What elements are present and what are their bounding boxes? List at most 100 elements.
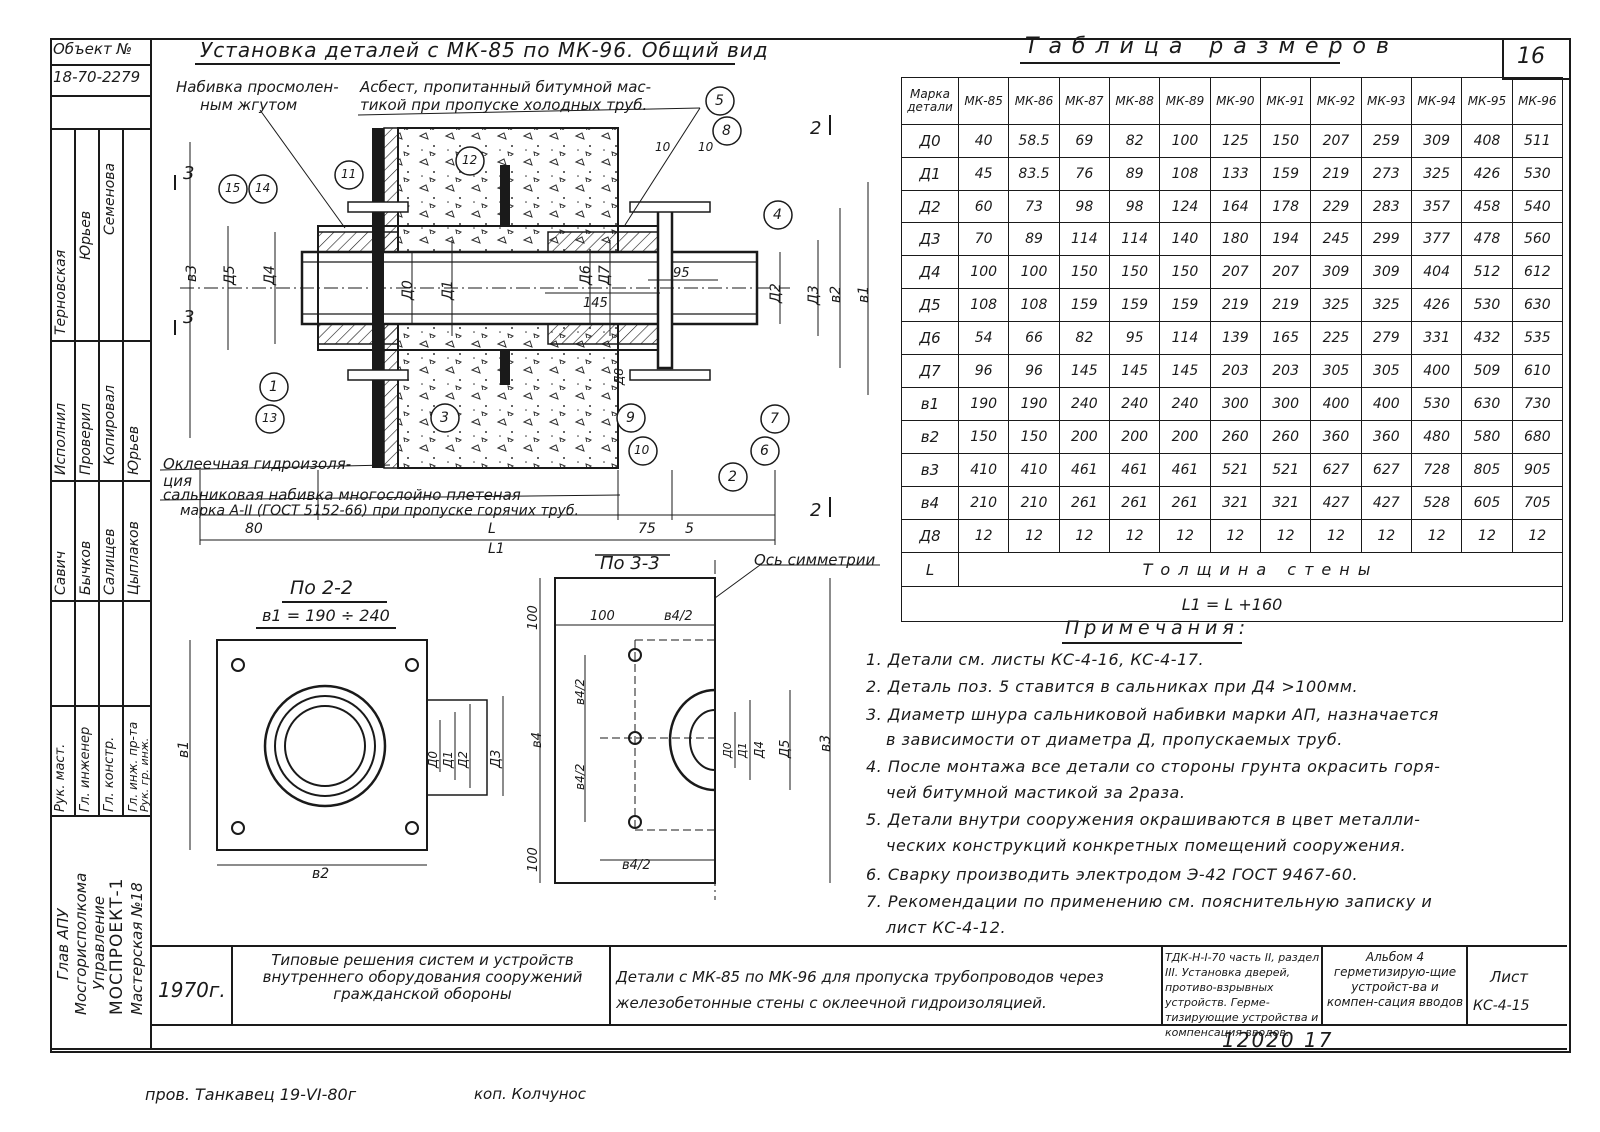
note-line: чей битумной мастикой за 2раза. <box>886 783 1186 802</box>
table-cell: 461 <box>1108 452 1161 487</box>
table-cell: 521 <box>1209 452 1261 487</box>
sheet-tag: 16 <box>1517 44 1545 69</box>
view-2-2-subline <box>256 627 396 629</box>
strip-divider <box>50 64 150 66</box>
series-title: Типовые решения систем и устройств внутр… <box>262 951 583 1003</box>
dim-label: в4/2 <box>573 678 587 705</box>
table-cell: 325 <box>1310 288 1362 323</box>
table-cell: 309 <box>1410 123 1463 158</box>
table-cell: 60 <box>957 189 1010 224</box>
dim-label: Д1 <box>441 750 455 768</box>
drawing-title: Установка деталей с МК-85 по МК-96. Общи… <box>200 38 769 62</box>
note-line: ческих конструкций конкретных помещений … <box>886 836 1407 855</box>
table-cell: 540 <box>1511 189 1564 224</box>
table-cell: 210 <box>957 485 1010 520</box>
sleeve-packing-top <box>317 231 399 253</box>
callout-circle <box>712 116 742 146</box>
table-cell: 305 <box>1310 354 1362 389</box>
section-mark-3: 3 <box>183 163 195 184</box>
table-cell: 705 <box>1511 485 1564 520</box>
gland-top <box>547 231 659 253</box>
callout-circle <box>718 462 748 492</box>
strip-col <box>122 128 124 815</box>
wall-thickness-cell: Толщина стены <box>958 551 1563 588</box>
dim-label: в4/2 <box>622 858 651 873</box>
plate-2-2 <box>216 639 428 851</box>
dim-label: 75 <box>638 521 656 537</box>
strip-divider <box>50 340 150 342</box>
callout-circle <box>259 372 289 402</box>
pipe-stub <box>668 688 716 792</box>
table-cell: 410 <box>957 452 1010 487</box>
table-cell: 70 <box>957 222 1010 257</box>
column-header: МК-92 <box>1310 77 1362 125</box>
pipe-ring <box>263 684 387 808</box>
table-cell: 528 <box>1410 485 1463 520</box>
table-cell: 612 <box>1511 255 1564 290</box>
table-cell: 240 <box>1058 387 1110 421</box>
strip-col <box>98 128 100 815</box>
row-label: Д3 <box>901 222 959 257</box>
column-header: МК-96 <box>1511 77 1564 125</box>
callout-7: 7 <box>770 411 779 427</box>
dim-label: в4 <box>530 732 545 748</box>
callout-circle <box>750 436 780 466</box>
table-cell: 190 <box>1008 387 1060 421</box>
dim-label: 5 <box>685 521 694 537</box>
dim-label: 10 <box>698 140 714 154</box>
callout-11: 11 <box>341 167 357 181</box>
label-asbestos: тикой при пропуске холодных труб. <box>360 96 648 114</box>
table-cell: 260 <box>1259 419 1312 454</box>
notes-title: Примечания: <box>1065 617 1251 639</box>
strip-divider <box>50 705 150 707</box>
row-label: Д1 <box>901 156 959 191</box>
table-cell: 400 <box>1310 387 1362 421</box>
table-cell: 461 <box>1159 452 1211 487</box>
section-mark-2: 2 <box>810 500 822 521</box>
label-packing: марка А-II (ГОСТ 5152-66) при пропуске г… <box>180 503 579 519</box>
table-cell: 530 <box>1410 387 1463 421</box>
rib <box>500 165 510 226</box>
l1-formula-cell: L1 = L +160 <box>901 586 1563 622</box>
table-cell: 159 <box>1159 288 1211 323</box>
table-cell: 404 <box>1410 255 1463 290</box>
table-cell: 140 <box>1159 222 1211 257</box>
table-cell: 40 <box>957 123 1010 158</box>
title-block-lines <box>50 945 1567 1050</box>
view-3-3 <box>539 554 880 900</box>
table-cell: 360 <box>1310 419 1362 454</box>
main-section-view <box>159 107 869 545</box>
dim-label: Д4 <box>262 265 278 285</box>
dim-label: Д0 <box>426 750 440 768</box>
pipe-ring <box>274 695 376 797</box>
callout-4: 4 <box>773 207 782 223</box>
gland-bottom <box>547 323 659 345</box>
table-header-row: Марка детали МК-85 МК-86 МК-87 МК-88 МК-… <box>901 77 1564 125</box>
table-cell: 150 <box>1259 123 1312 158</box>
table-cell: 229 <box>1310 189 1362 224</box>
table-cell: 377 <box>1410 222 1463 257</box>
dim-label: в2 <box>828 285 844 303</box>
row-label: Д8 <box>901 518 959 553</box>
table-cell: 305 <box>1360 354 1412 389</box>
dim-label: Д1 <box>440 280 456 300</box>
callout-13: 13 <box>262 411 278 425</box>
table-cell: 225 <box>1310 321 1362 356</box>
dimension-table: Марка детали МК-85 МК-86 МК-87 МК-88 МК-… <box>901 77 1564 622</box>
bolt-hole <box>628 648 642 662</box>
table-row-l: L Толщина стены <box>901 551 1563 588</box>
dim-label: Д5 <box>778 739 793 758</box>
table-cell: 150 <box>1159 255 1211 290</box>
view-3-3-title: По 3-3 <box>600 553 660 574</box>
table-cell: 108 <box>957 288 1010 323</box>
label-waterproof: Оклеечная гидроизоля- <box>163 455 352 473</box>
table-cell: 331 <box>1410 321 1463 356</box>
dim-label: Д1 <box>736 742 749 758</box>
bolt-hole <box>405 658 419 672</box>
note-line: 2. Деталь поз. 5 ставится в сальниках пр… <box>866 677 1359 696</box>
